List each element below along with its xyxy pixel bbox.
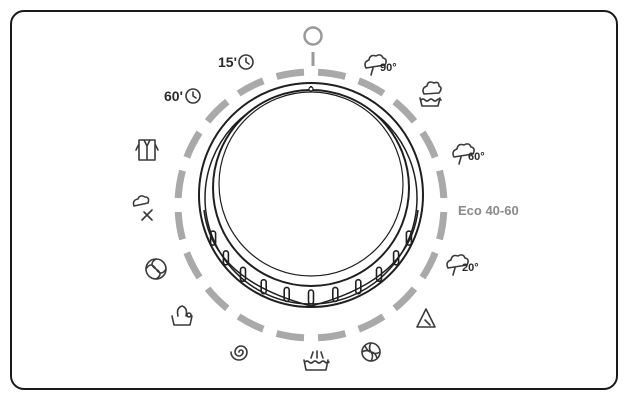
rinse-icon[interactable] [172,306,192,325]
timer-icon[interactable] [239,55,253,69]
dial-dash [208,102,228,122]
quick-15-label: 15' [218,54,237,70]
dial-dash [395,289,415,309]
timer-icon[interactable] [186,89,200,103]
flower-icon[interactable] [362,343,380,361]
dial-dash [178,212,182,239]
dial-dash [239,81,264,94]
dial-dash [440,171,444,198]
mixed-icon[interactable] [134,196,153,220]
dial-dash [239,317,264,330]
dial-dash [359,81,384,94]
off-icon[interactable] [305,28,322,45]
dial-dash [277,72,304,76]
dial-dash [178,171,182,198]
cotton-60-label: 60° [468,151,485,163]
triangle-icon[interactable] [417,309,435,327]
dial-dash [395,102,415,122]
dial-dash [423,133,436,158]
cotton-20-label: 20° [462,262,479,274]
cotton-basin-icon[interactable] [420,82,441,106]
dial-dash [208,289,228,309]
steam-swirl-icon[interactable] [146,259,166,279]
dial-dash [440,212,444,239]
dial-dash [318,72,345,76]
dial-dash [359,317,384,330]
dial-dash [187,133,200,158]
spiral-icon[interactable] [231,346,247,360]
dial-dash [277,334,304,338]
cotton-90-label: 90° [380,62,397,74]
dial-dash [423,253,436,278]
dial-dash [187,253,200,278]
eco-40-60-label[interactable]: Eco 40-60 [458,203,519,218]
dial-knob[interactable] [199,83,423,307]
wool-basin-icon[interactable] [304,351,329,370]
shirt-icon[interactable] [136,140,158,160]
dial-dash [318,334,345,338]
quick-60-label: 60' [164,88,183,104]
